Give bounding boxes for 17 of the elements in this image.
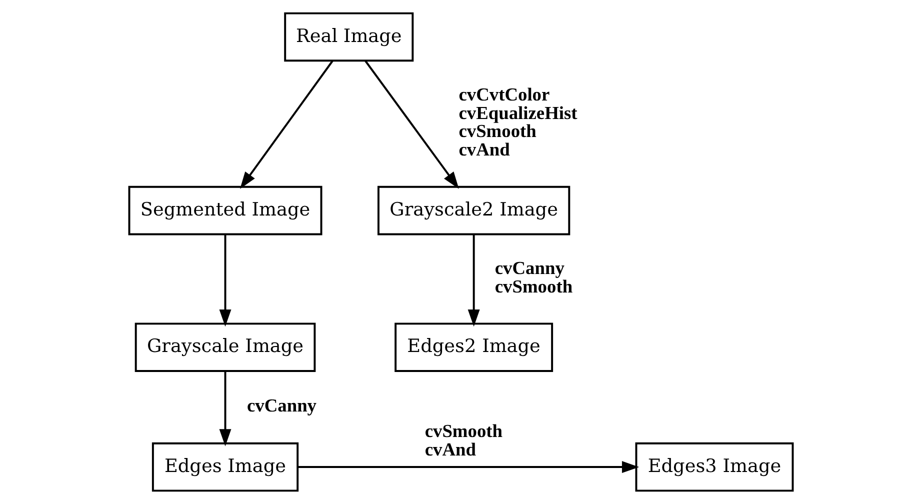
node-box: Edges3 Image	[634, 442, 794, 492]
node-box: Grayscale Image	[134, 322, 316, 372]
edge-label: cvCanny	[246, 395, 316, 416]
arrow	[467, 234, 480, 327]
edge-label: cvCanny cvSmooth	[494, 258, 572, 296]
node-box: Edges Image	[151, 442, 298, 492]
node-box: Segmented Image	[128, 186, 322, 236]
arrow	[297, 461, 639, 474]
arrow	[364, 60, 458, 189]
edge-label: cvSmooth cvAnd	[424, 421, 502, 460]
node-box: Edges2 Image	[394, 322, 553, 372]
arrow	[218, 371, 231, 446]
node-box: Grayscale2 Image	[376, 186, 570, 236]
edge-label: cvCvtColor cvEqualizeHist cvSmooth cvAnd	[458, 84, 577, 160]
arrow	[218, 234, 231, 327]
arrow	[240, 60, 333, 189]
node-box: Real Image	[284, 12, 414, 62]
